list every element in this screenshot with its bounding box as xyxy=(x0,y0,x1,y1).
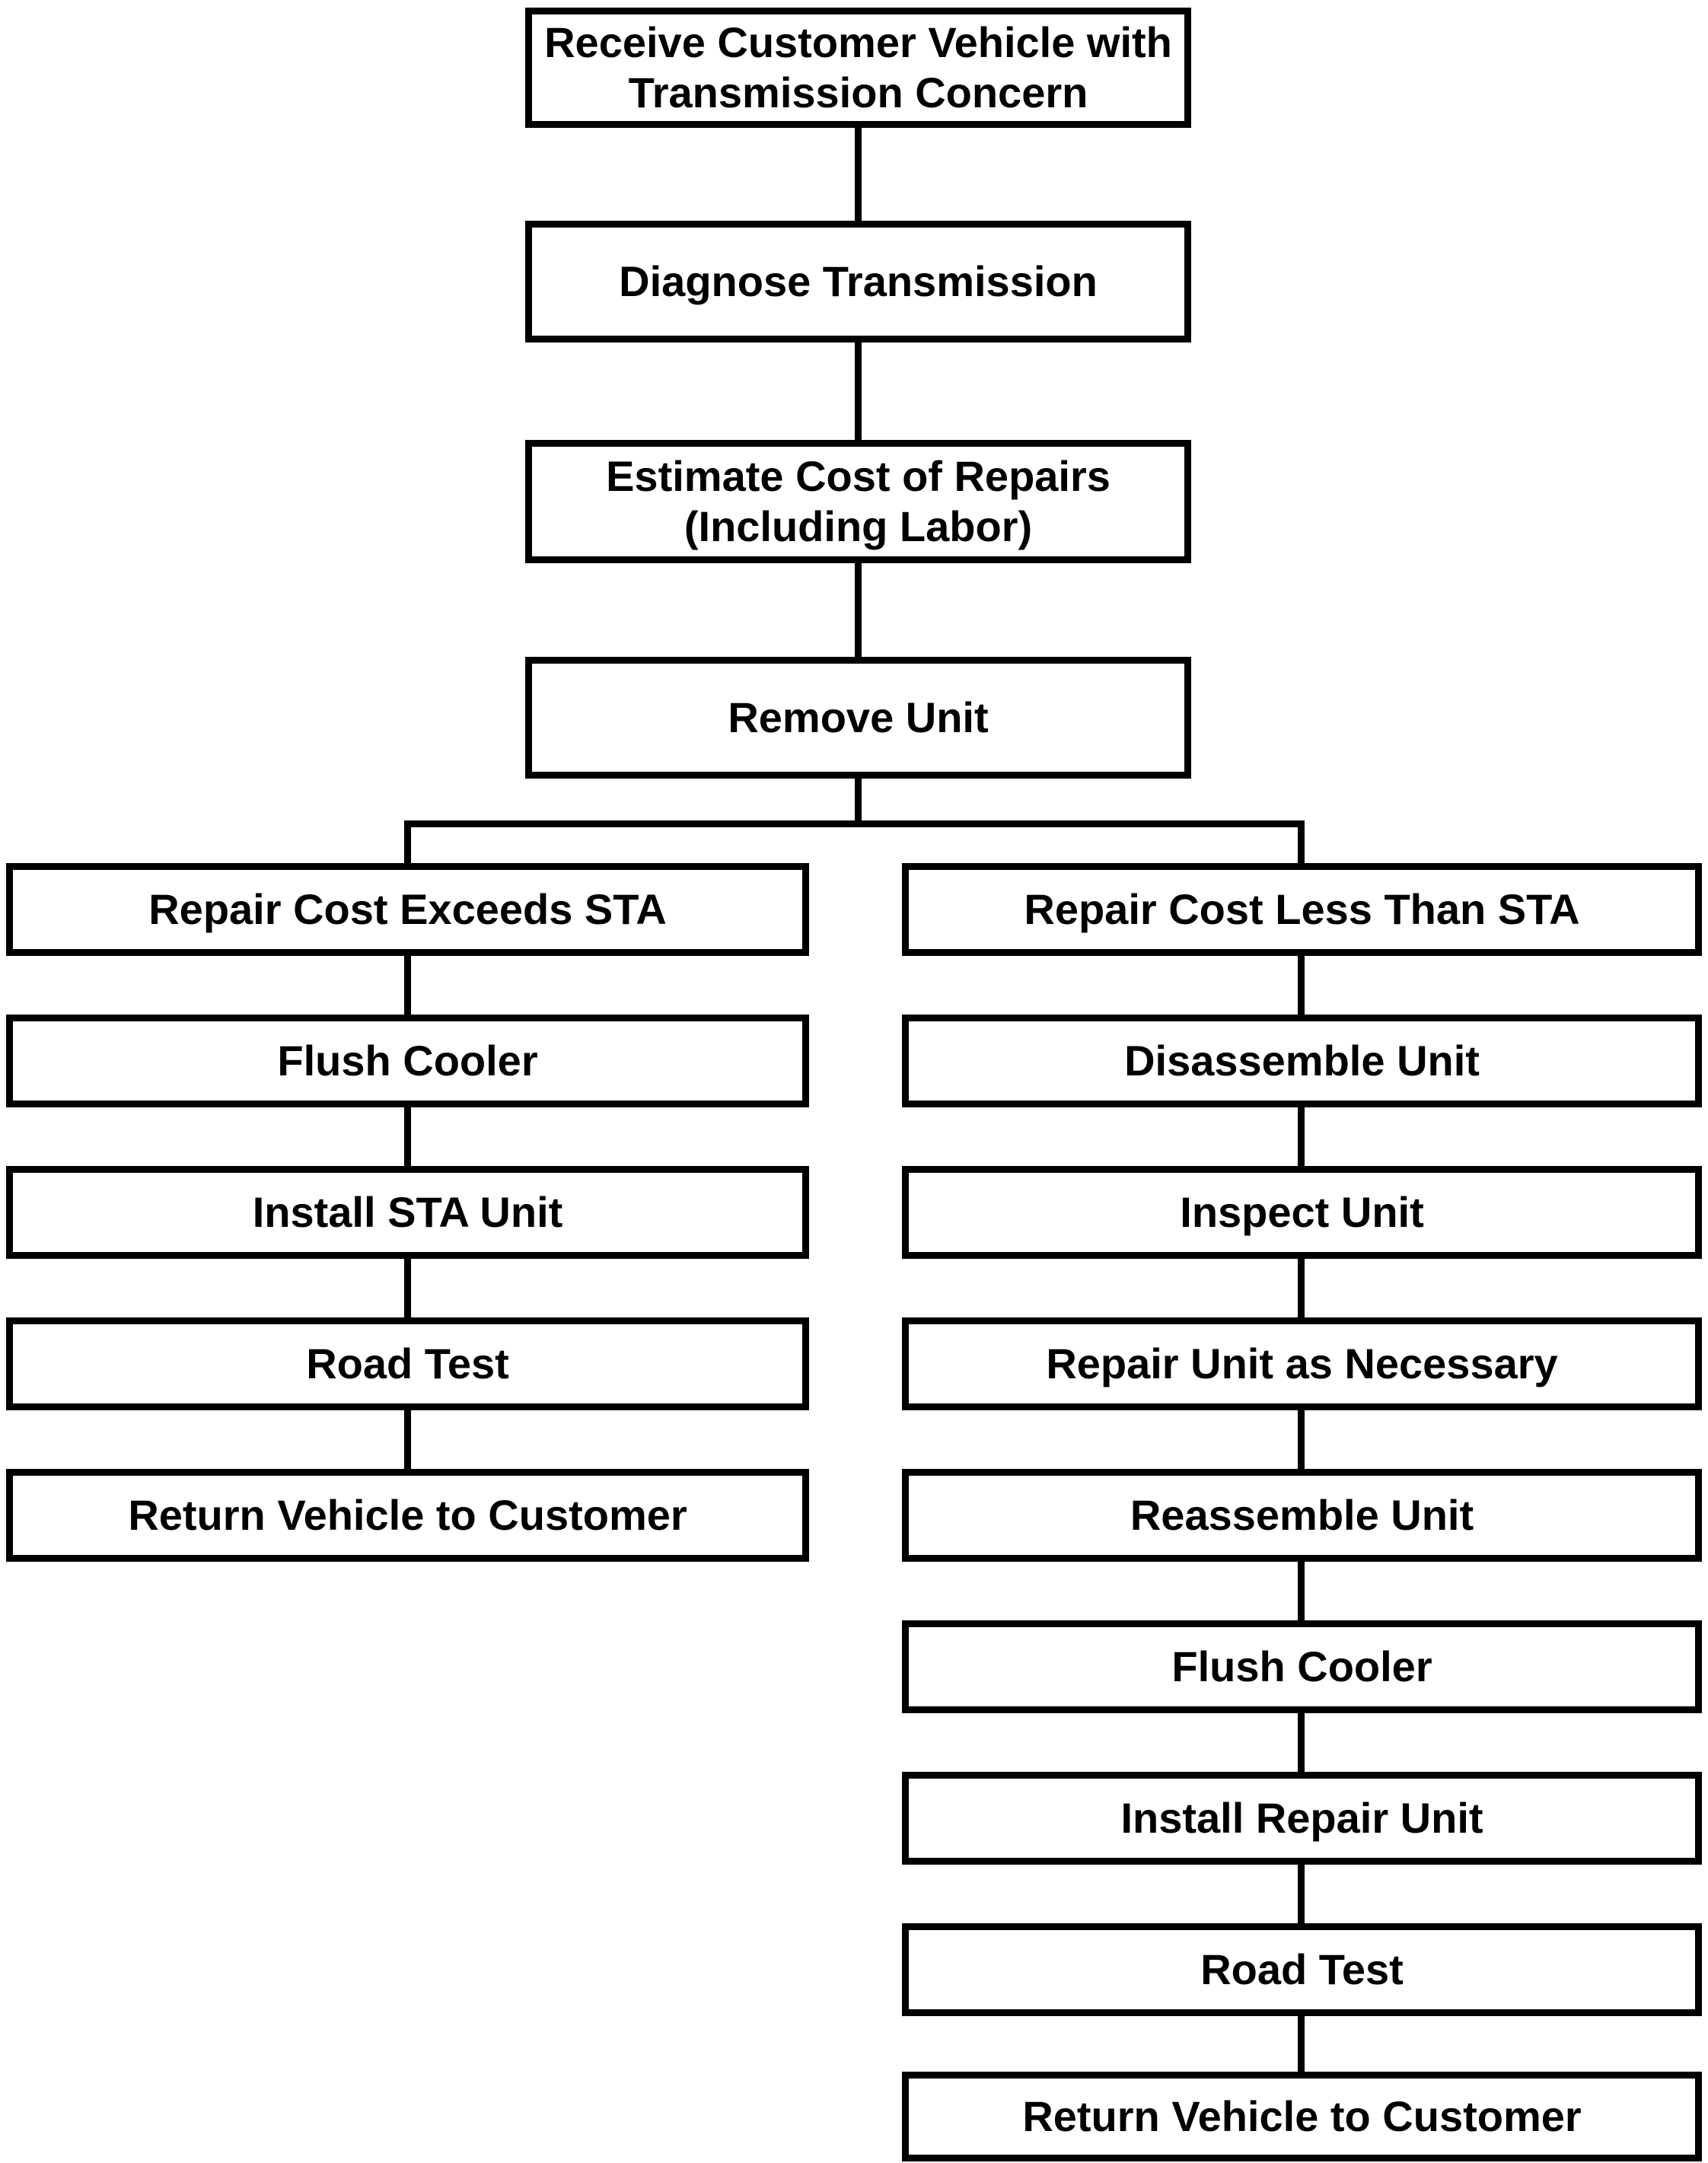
node-receive-customer-vehicle: Receive Customer Vehicle with Transmissi… xyxy=(525,8,1191,128)
connector-left-3 xyxy=(404,1259,411,1317)
connector-right-8 xyxy=(1298,2016,1305,2072)
connector-main-3 xyxy=(855,563,862,657)
node-disassemble-unit: Disassemble Unit xyxy=(902,1015,1702,1107)
node-diagnose-transmission: Diagnose Transmission xyxy=(525,221,1191,342)
node-install-repair-unit: Install Repair Unit xyxy=(902,1772,1702,1865)
node-road-test-left: Road Test xyxy=(6,1317,809,1410)
node-road-test-right: Road Test xyxy=(902,1923,1702,2016)
connector-left-2 xyxy=(404,1107,411,1166)
connector-right-5 xyxy=(1298,1562,1305,1620)
connector-branch-right-stub xyxy=(1298,820,1305,863)
connector-right-3 xyxy=(1298,1259,1305,1317)
node-repair-cost-less-than-sta: Repair Cost Less Than STA xyxy=(902,863,1702,956)
node-inspect-unit: Inspect Unit xyxy=(902,1166,1702,1259)
connector-right-4 xyxy=(1298,1410,1305,1469)
connector-left-1 xyxy=(404,956,411,1015)
connector-main-2 xyxy=(855,342,862,440)
node-install-sta-unit: Install STA Unit xyxy=(6,1166,809,1259)
node-flush-cooler-left: Flush Cooler xyxy=(6,1015,809,1107)
connector-main-1 xyxy=(855,128,862,221)
connector-right-1 xyxy=(1298,956,1305,1015)
connector-left-4 xyxy=(404,1410,411,1469)
node-estimate-cost-of-repairs: Estimate Cost of Repairs (Including Labo… xyxy=(525,440,1191,563)
connector-main-to-branch xyxy=(855,779,862,827)
connector-branch-left-stub xyxy=(404,820,411,863)
node-flush-cooler-right: Flush Cooler xyxy=(902,1620,1702,1713)
node-remove-unit: Remove Unit xyxy=(525,657,1191,779)
node-return-vehicle-left: Return Vehicle to Customer xyxy=(6,1469,809,1562)
connector-right-7 xyxy=(1298,1865,1305,1923)
node-repair-cost-exceeds-sta: Repair Cost Exceeds STA xyxy=(6,863,809,956)
node-reassemble-unit: Reassemble Unit xyxy=(902,1469,1702,1562)
node-return-vehicle-right: Return Vehicle to Customer xyxy=(902,2072,1702,2161)
node-repair-unit-as-necessary: Repair Unit as Necessary xyxy=(902,1317,1702,1410)
connector-right-2 xyxy=(1298,1107,1305,1166)
connector-right-6 xyxy=(1298,1713,1305,1772)
connector-branch-horizontal xyxy=(404,820,1305,827)
